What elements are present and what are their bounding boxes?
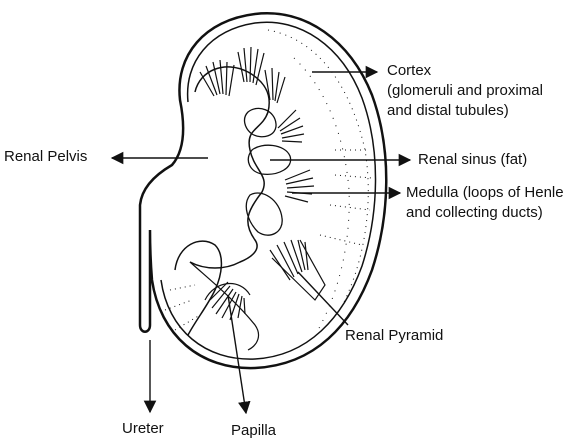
medulla-label-line-1: Medulla (loops of Henle [406,183,564,203]
medulla-label-line-2: and collecting ducts) [406,203,564,223]
renal-sinus-lobe-upper [245,108,277,136]
medulla-label: Medulla (loops of Henle and collecting d… [406,183,564,223]
renal-sinus-label: Renal sinus (fat) [418,150,527,170]
cortex-label-line-1: Cortex [387,61,543,81]
ureter-label: Ureter [122,419,164,439]
renal-sinus-lobe-lower [246,193,282,235]
renal-pyramid-label: Renal Pyramid [345,326,443,346]
papilla-pyramid [205,282,250,320]
renal-pelvis-outline [190,67,269,268]
cortex-label-line-2: (glomeruli and proximal [387,81,543,101]
cortex-label-line-3: and distal tubules) [387,101,543,121]
papilla-label: Papilla [231,421,276,441]
cortex-label: Cortex (glomeruli and proximal and dista… [387,61,543,121]
minor-calyx-lower [190,262,259,350]
renal-pyramid-top [200,47,285,103]
papilla-arrow [228,295,246,413]
renal-capsule-inner [161,22,376,359]
renal-pelvis-label: Renal Pelvis [4,147,87,167]
renal-pyramid-right-2 [285,170,314,202]
renal-pyramid-pointer [298,272,348,325]
medulla-stipple [165,150,372,330]
renal-pyramid-right-1 [278,110,304,142]
